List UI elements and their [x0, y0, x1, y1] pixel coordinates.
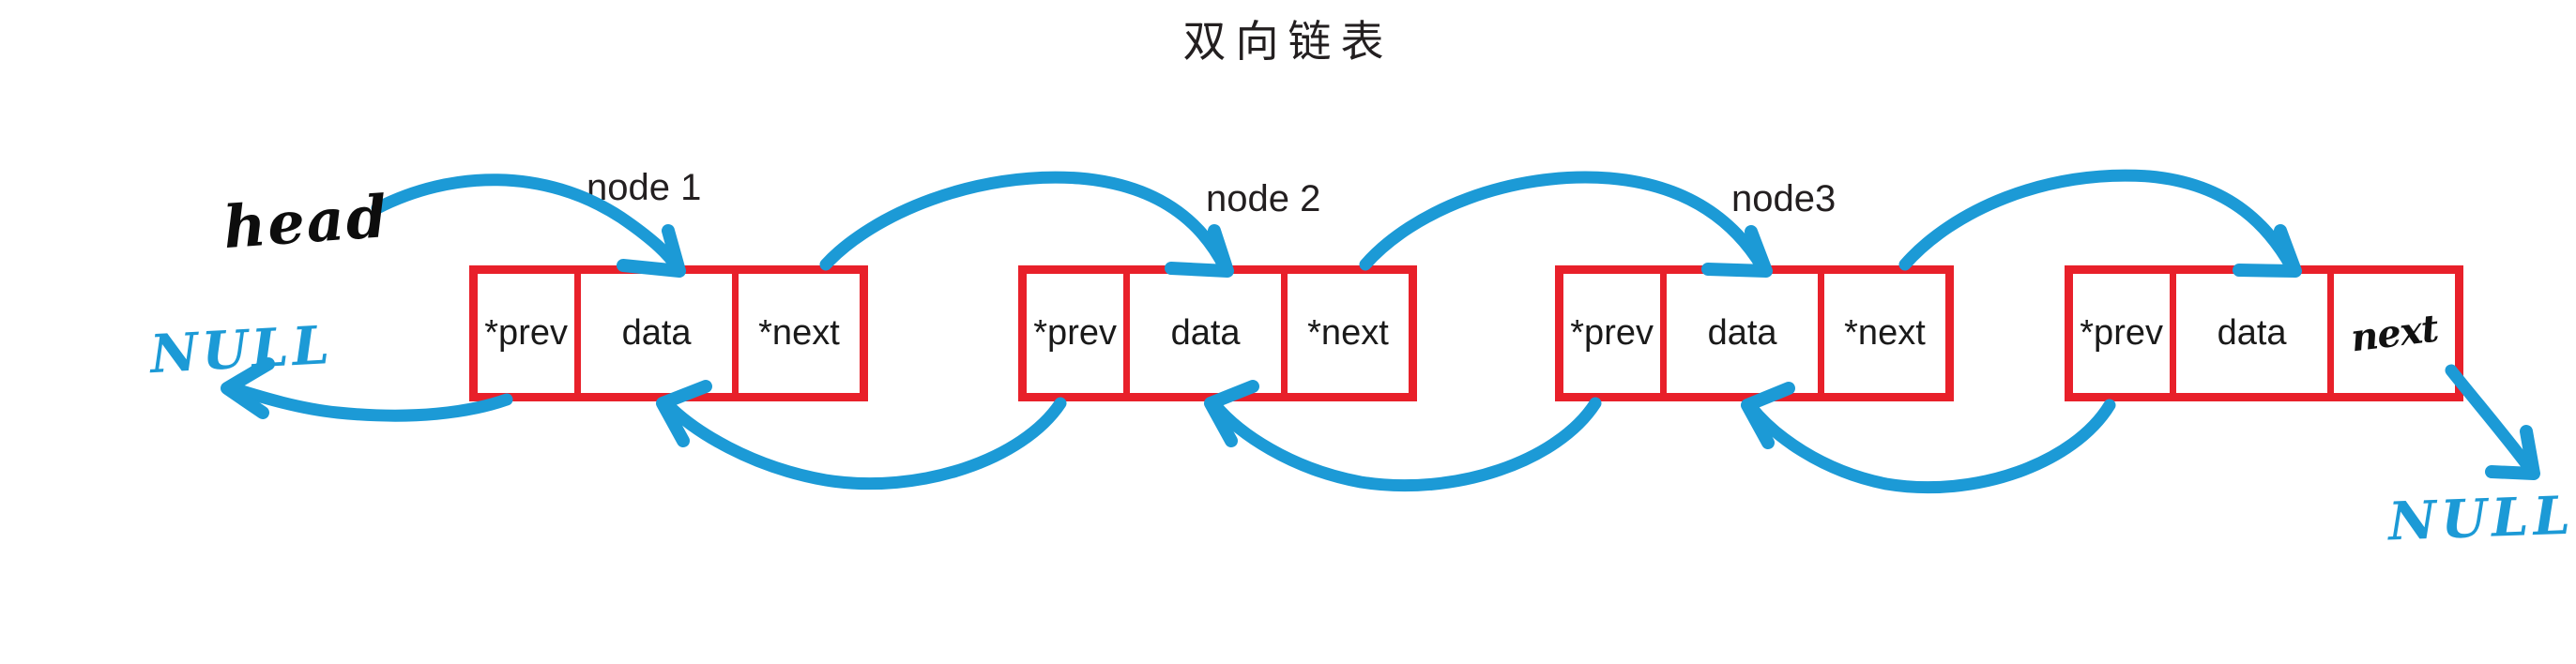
head-label: head: [221, 181, 391, 263]
node-2-cell-data: data: [1130, 274, 1288, 393]
node-3-cell-prev: *prev: [1563, 274, 1668, 393]
node-1-cell-prev: *prev: [478, 274, 582, 393]
node-box-2: *prev data *next: [1018, 265, 1417, 401]
node-1-cell-next: *next: [738, 274, 860, 393]
arrow-node1-prev-to-null: [221, 357, 513, 422]
node-box-1: *prev data *next: [469, 265, 868, 401]
null-left-label: NULL: [148, 313, 335, 386]
arrow-prev-node4-to-node3: [1741, 382, 2116, 494]
arrow-next-node1-to-node2: [819, 171, 1234, 278]
node-2-cell-next: *next: [1287, 274, 1409, 393]
arrow-head-to-node1: [371, 174, 686, 278]
node-box-4: *prev data next: [2065, 265, 2463, 401]
node-3-cell-next: *next: [1823, 274, 1945, 393]
null-right-label: NULL: [2386, 484, 2576, 553]
arrow-prev-node2-to-node1: [656, 380, 1067, 490]
node-4-cell-data: data: [2176, 274, 2334, 393]
node-1-cell-data: data: [581, 274, 739, 393]
node-4-cell-prev: *prev: [2073, 274, 2177, 393]
node-3-cell-data: data: [1667, 274, 1824, 393]
arrow-next-node2-to-node3: [1359, 171, 1773, 278]
arrow-prev-node3-to-node2: [1204, 380, 1602, 492]
node-label-2: node 2: [1206, 178, 1321, 219]
node-label-3: node3: [1731, 178, 1837, 219]
node-2-cell-prev: *prev: [1027, 274, 1131, 393]
page-title: 双向链表: [1182, 16, 1394, 67]
arrow-next-node3-to-node4: [1898, 169, 2302, 278]
node-4-cell-next: next: [2333, 274, 2455, 393]
arrow-node4-next-to-null: [2445, 364, 2540, 480]
